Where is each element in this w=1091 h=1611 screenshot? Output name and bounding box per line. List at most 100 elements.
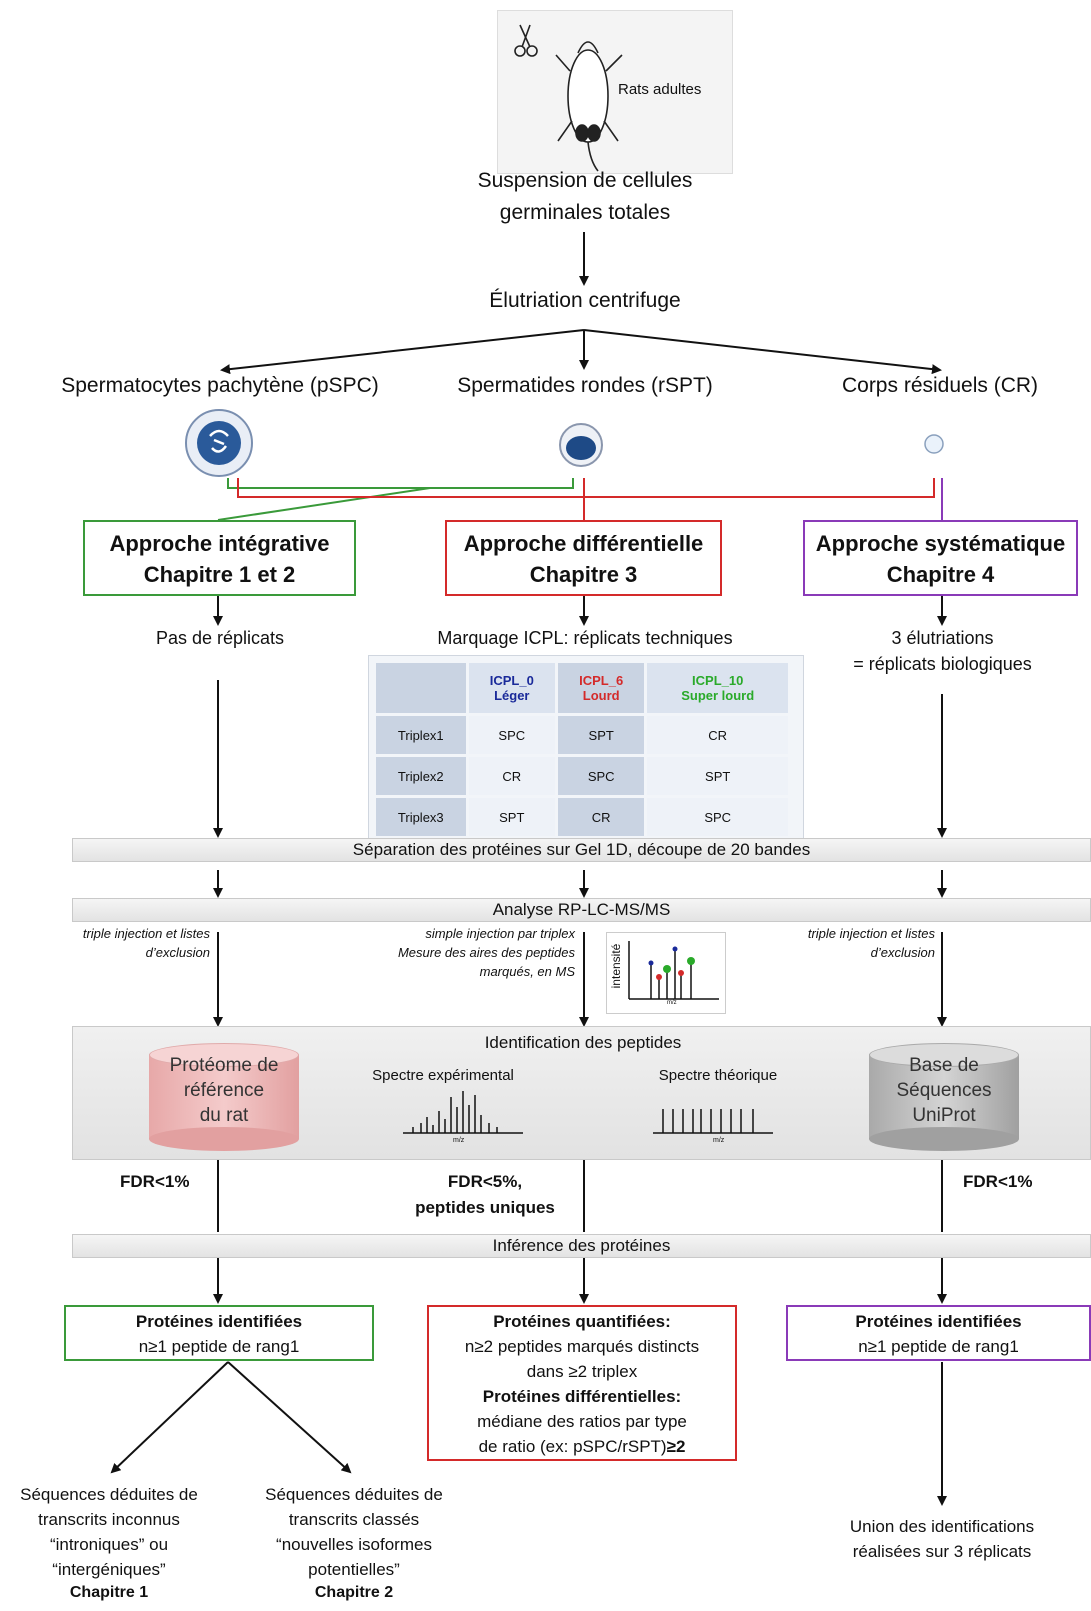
note-right-line2: d’exclusion (870, 945, 935, 960)
approach-integrative-box: Approche intégrative Chapitre 1 et 2 (83, 520, 356, 596)
output-ch1-line3: “introniques” ou (49, 1535, 169, 1554)
elutriation-label: Élutriation centrifuge (489, 289, 681, 312)
result-center-text1: n≥2 peptides marqués distincts (464, 1337, 700, 1356)
output-ch2-line2: transcrits classés (288, 1510, 420, 1529)
result-center-text4: de ratio (ex: pSPC/rSPT) (478, 1437, 667, 1456)
db-left-line2: référence (183, 1080, 265, 1101)
icpl-header-2: ICPL_10 Super lourd (647, 663, 788, 713)
result-center-title1: Protéines quantifiées: (493, 1312, 671, 1331)
db-left-cylinder: Protéome de référence du rat (149, 1043, 299, 1151)
approach-differentielle-chapter: Chapitre 3 (529, 562, 638, 587)
icpl-cell: CR (557, 798, 645, 836)
approach-differentielle-box: Approche différentielle Chapitre 3 (445, 520, 722, 596)
db-right-line1: Base de (909, 1055, 979, 1076)
approach-systematique-chapter: Chapitre 4 (886, 562, 995, 587)
icpl-row-label: Triplex3 (376, 798, 466, 836)
result-left-text: n≥1 peptide de rang1 (138, 1337, 300, 1356)
mz-left-label: m/z (453, 1137, 465, 1144)
result-right-box: Protéines identifiées n≥1 peptide de ran… (786, 1305, 1091, 1361)
ms-plot: intensité m/z (606, 932, 726, 1014)
note-left-line2: d’exclusion (145, 945, 210, 960)
ms-plot-ylabel: intensité (609, 943, 623, 989)
table-row: Triplex2 CR SPC SPT (376, 757, 788, 795)
output-union-line1: Union des identifications (849, 1517, 1035, 1536)
rspt-cell-icon (559, 423, 603, 467)
icpl-cell: SPT (557, 716, 645, 754)
fdr-center-line2: peptides uniques (415, 1198, 555, 1217)
fdr-right: FDR<1% (963, 1172, 1033, 1191)
suspension-title-line2: germinales totales (499, 201, 671, 224)
note-center-line1: simple injection par triplex (425, 926, 575, 941)
db-right-line2: Séquences (896, 1080, 992, 1101)
replicates-right-line2: = réplicats biologiques (853, 654, 1032, 674)
result-left-title: Protéines identifiées (135, 1312, 303, 1331)
cell-label-pspc: Spermatocytes pachytène (pSPC) (61, 374, 379, 397)
output-chapitre1: Séquences déduites de transcrits inconnu… (4, 1482, 214, 1604)
output-ch2-line3: “nouvelles isoformes (276, 1535, 432, 1554)
replicates-right-line1: 3 élutriations (891, 628, 994, 648)
icpl-header-2-name: ICPL_10 (692, 673, 744, 688)
icpl-row-label: Triplex1 (376, 716, 466, 754)
icpl-header-1-name: ICPL_6 (579, 673, 624, 688)
db-right-line3: UniProt (912, 1105, 976, 1126)
approach-differentielle-title: Approche différentielle (463, 531, 704, 556)
table-row: Triplex1 SPC SPT CR (376, 716, 788, 754)
mz-right-label: m/z (713, 1137, 725, 1144)
ms-plot-graphic (628, 941, 719, 1000)
output-ch1-chapter: Chapitre 1 (69, 1584, 149, 1601)
icpl-cell: SPC (647, 798, 788, 836)
result-center-title2: Protéines différentielles: (482, 1387, 682, 1406)
note-left-line1: triple injection et listes (82, 926, 210, 941)
output-union-line2: réalisées sur 3 réplicats (852, 1542, 1032, 1561)
note-center-line3: marqués, en MS (479, 964, 575, 979)
pspc-cell-icon (185, 409, 253, 477)
cell-label-cr: Corps résiduels (CR) (841, 374, 1039, 397)
output-union: Union des identifications réalisées sur … (822, 1514, 1062, 1564)
icpl-table-container: ICPL_0 Léger ICPL_6 Lourd ICPL_10 Super … (368, 655, 804, 846)
replicates-left: Pas de réplicats (155, 628, 285, 648)
output-ch1-line1: Séquences déduites de (20, 1485, 198, 1504)
ms-plot-xlabel: m/z (667, 1000, 677, 1006)
result-center-text4-row: de ratio (ex: pSPC/rSPT)≥2 (429, 1434, 735, 1459)
db-left-line3: du rat (199, 1105, 249, 1126)
result-right-text: n≥1 peptide de rang1 (858, 1337, 1019, 1356)
fdr-left: FDR<1% (120, 1172, 190, 1191)
suspension-title-line1: Suspension de cellules (477, 169, 693, 192)
result-center-box: Protéines quantifiées: n≥2 peptides marq… (427, 1305, 737, 1461)
spectre-theorique-icon (653, 1109, 773, 1134)
output-ch2-line1: Séquences déduites de (265, 1485, 443, 1504)
fdr-center-line1: FDR<5%, (447, 1172, 523, 1191)
icpl-header-2-sub: Super lourd (681, 688, 755, 703)
spectre-experimental-icon (403, 1091, 523, 1134)
result-center-text2: dans ≥2 triplex (526, 1362, 638, 1381)
output-ch2-chapter: Chapitre 2 (314, 1584, 394, 1601)
spectre-theorique-label: Spectre théorique (658, 1067, 778, 1084)
icpl-cell: CR (468, 757, 555, 795)
result-center-text3: médiane des ratios par type (477, 1412, 687, 1431)
output-ch1-line4: “intergéniques” (52, 1560, 166, 1579)
icpl-row-label: Triplex2 (376, 757, 466, 795)
result-center-text4-bold: ≥2 (666, 1437, 686, 1456)
db-left-line1: Protéome de (169, 1055, 279, 1076)
icpl-header-1-sub: Lourd (582, 688, 620, 703)
output-ch2-line4: potentielles” (308, 1560, 400, 1579)
table-row: Triplex3 SPT CR SPC (376, 798, 788, 836)
note-right-line1: triple injection et listes (807, 926, 935, 941)
approach-systematique-title: Approche systématique (815, 531, 1066, 556)
output-ch1-line2: transcrits inconnus (38, 1510, 180, 1529)
inference-bar: Inférence des protéines (72, 1234, 1091, 1258)
separation-bar: Séparation des protéines sur Gel 1D, déc… (72, 838, 1091, 862)
identification-title: Identification des peptides (484, 1033, 682, 1052)
icpl-corner-cell (376, 663, 466, 713)
icpl-cell: SPT (647, 757, 788, 795)
icpl-cell: SPC (557, 757, 645, 795)
icpl-header-0-name: ICPL_0 (489, 673, 534, 688)
icpl-cell: CR (647, 716, 788, 754)
analyse-bar: Analyse RP-LC-MS/MS (72, 898, 1091, 922)
icpl-header-row: ICPL_0 Léger ICPL_6 Lourd ICPL_10 Super … (376, 663, 788, 713)
approach-systematique-box: Approche systématique Chapitre 4 (803, 520, 1078, 596)
rat-illustration: Rats adultes (497, 10, 733, 174)
icpl-table: ICPL_0 Léger ICPL_6 Lourd ICPL_10 Super … (373, 660, 791, 839)
icpl-header-0-sub: Léger (494, 688, 530, 703)
identification-panel: Identification des peptides Protéome de … (72, 1026, 1091, 1160)
